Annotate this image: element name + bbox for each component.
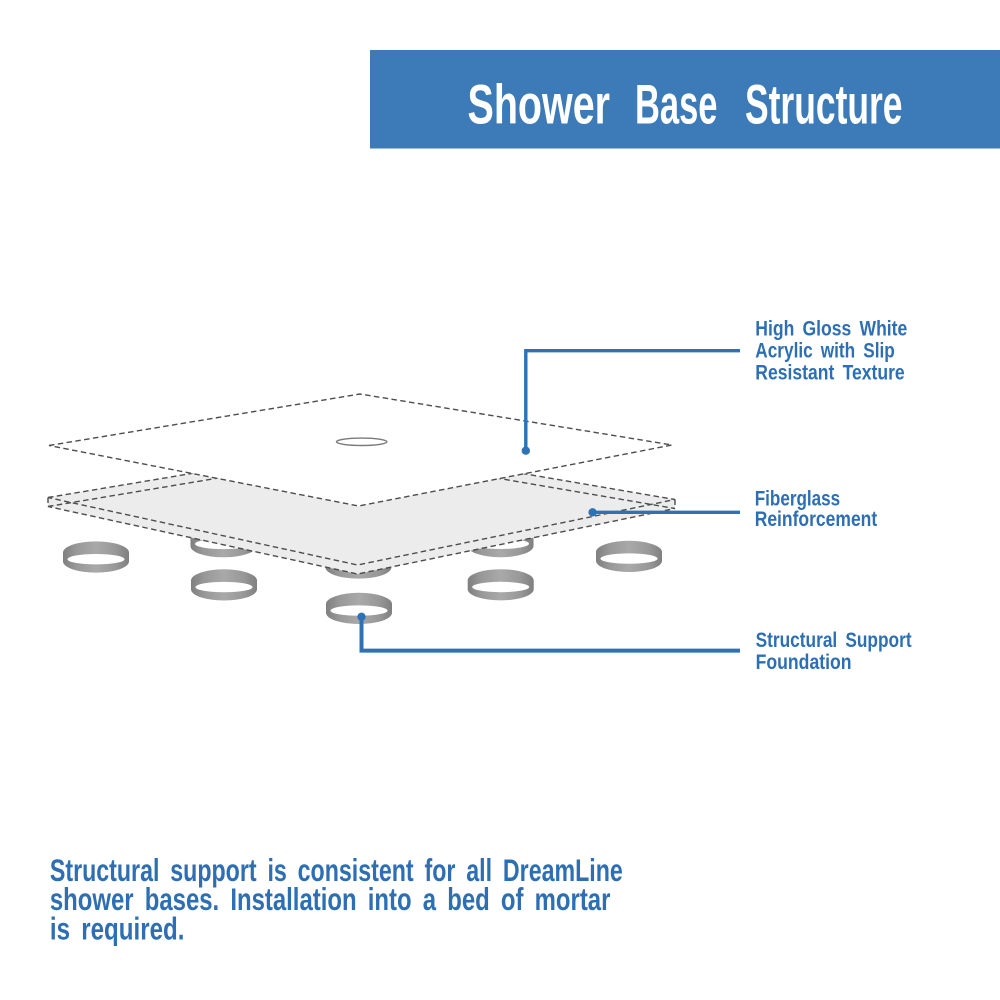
svg-text:Foundation: Foundation: [756, 651, 852, 674]
svg-text:shower bases. Installation int: shower bases. Installation into a bed of…: [50, 881, 611, 917]
svg-text:High Gloss White: High Gloss White: [755, 318, 907, 341]
svg-text:Reinforcement: Reinforcement: [755, 508, 878, 531]
svg-text:Structural Support: Structural Support: [756, 629, 912, 652]
svg-text:Acrylic with Slip: Acrylic with Slip: [755, 340, 895, 363]
svg-text:Fiberglass: Fiberglass: [755, 488, 841, 511]
svg-text:Shower: Shower: [468, 73, 611, 136]
svg-text:Structural support is consiste: Structural support is consistent for all…: [50, 852, 623, 888]
svg-text:Resistant Texture: Resistant Texture: [755, 362, 904, 385]
svg-text:Base: Base: [635, 73, 718, 136]
svg-text:is required.: is required.: [50, 910, 185, 946]
svg-text:Structure: Structure: [745, 73, 903, 136]
